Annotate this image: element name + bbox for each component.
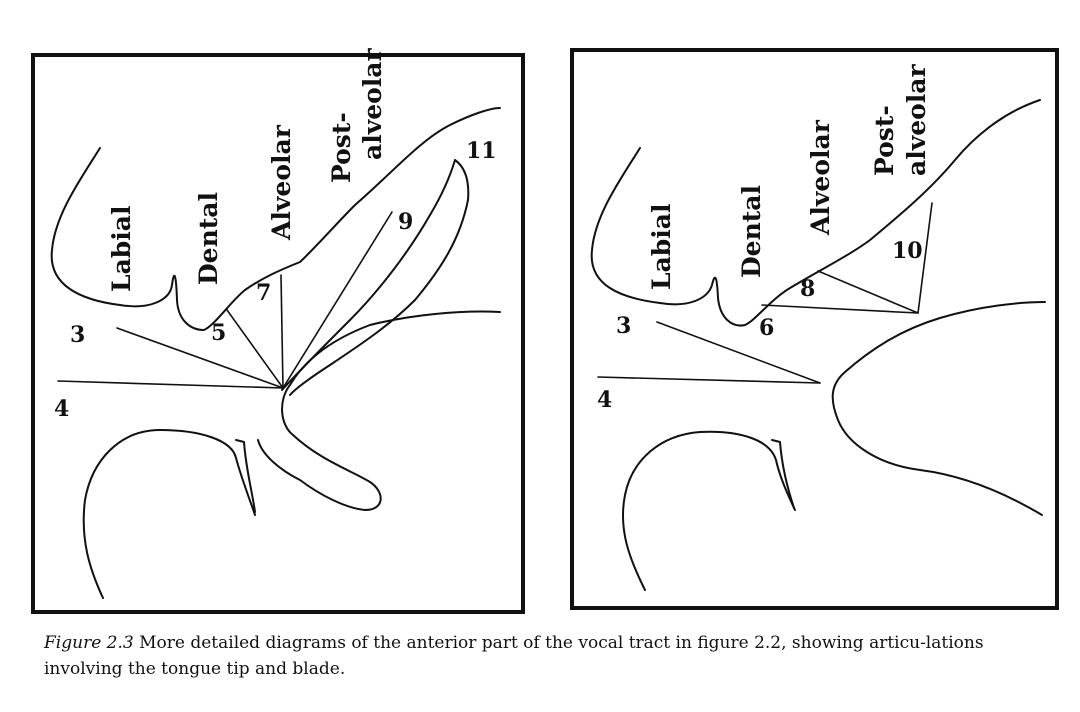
right-ray-10 bbox=[917, 202, 933, 314]
left-label-alveolar: Alveolar bbox=[267, 124, 296, 241]
right-number-8: 8 bbox=[800, 276, 815, 302]
left-ray-3 bbox=[116, 327, 284, 389]
right-diagram: Labial Dental Alveolar Post- alveolar 3 … bbox=[570, 48, 1059, 610]
right-label-dental: Dental bbox=[737, 185, 766, 278]
figure-caption: Figure 2.3 More detailed diagrams of the… bbox=[44, 630, 1054, 682]
right-upper-lip-teeth-outline bbox=[590, 99, 1041, 327]
left-frame bbox=[31, 53, 525, 614]
left-label-post: Post- bbox=[327, 112, 356, 183]
left-number-7: 7 bbox=[256, 280, 271, 306]
right-label-alveolar: Alveolar bbox=[806, 119, 835, 236]
vocal-tract-diagrams: Labial Dental Alveolar Post- alveolar 3 … bbox=[31, 48, 1059, 614]
right-ray-4 bbox=[597, 376, 821, 384]
left-retroflex-tongue-outline bbox=[281, 159, 470, 396]
left-number-5: 5 bbox=[211, 320, 226, 346]
left-number-11: 11 bbox=[466, 138, 497, 164]
right-ray-6 bbox=[761, 304, 919, 314]
left-number-4: 4 bbox=[54, 396, 69, 422]
left-label-dental: Dental bbox=[194, 192, 223, 285]
left-lower-lip-outline bbox=[82, 429, 256, 599]
left-lower-incisor-outline bbox=[235, 439, 256, 513]
right-tongue-outline bbox=[831, 301, 1046, 516]
left-upper-lip-teeth-outline bbox=[50, 107, 501, 331]
left-diagram: Labial Dental Alveolar Post- alveolar 3 … bbox=[31, 48, 525, 614]
right-frame bbox=[570, 48, 1059, 610]
left-label-labial: Labial bbox=[107, 206, 136, 292]
left-ray-4 bbox=[57, 380, 284, 389]
right-label-post: Post- bbox=[870, 105, 899, 176]
right-label-labial: Labial bbox=[647, 204, 676, 290]
right-label-alveolar-2: alveolar bbox=[902, 64, 931, 176]
left-tongue-lower-outline bbox=[257, 434, 382, 511]
left-ray-7 bbox=[280, 274, 284, 389]
right-lower-incisor-outline bbox=[771, 439, 795, 509]
figure-label: Figure 2.3 bbox=[44, 633, 134, 653]
right-lower-lip-outline bbox=[621, 430, 796, 591]
right-ray-8 bbox=[817, 270, 919, 314]
right-number-4: 4 bbox=[597, 387, 612, 413]
left-label-alveolar-2: alveolar bbox=[358, 48, 387, 160]
left-articulation-rays bbox=[57, 211, 393, 389]
left-tongue-outline bbox=[281, 310, 501, 436]
left-number-9: 9 bbox=[398, 209, 413, 235]
left-ray-5 bbox=[226, 309, 284, 389]
left-number-3: 3 bbox=[70, 322, 85, 348]
right-number-10: 10 bbox=[892, 238, 923, 264]
right-number-3: 3 bbox=[616, 313, 631, 339]
right-number-6: 6 bbox=[759, 315, 774, 341]
right-ray-3 bbox=[656, 321, 821, 384]
caption-text: More detailed diagrams of the anterior p… bbox=[44, 633, 984, 679]
left-ray-9 bbox=[282, 211, 393, 389]
right-articulation-rays bbox=[597, 202, 933, 384]
